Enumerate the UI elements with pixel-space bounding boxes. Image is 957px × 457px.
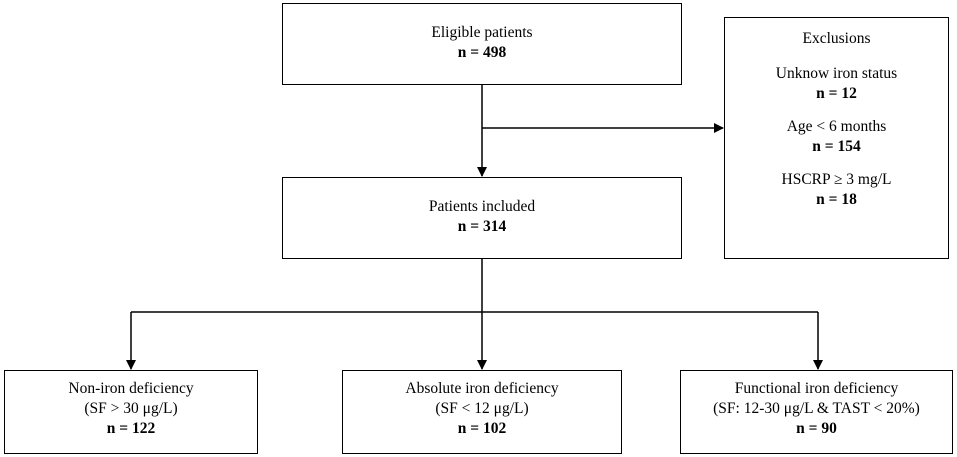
group-criteria-absolute: (SF < 12 μg/L) (435, 400, 529, 417)
group-count-absolute: n = 102 (457, 420, 507, 437)
exclusions-title: Exclusions (802, 30, 871, 47)
group-criteria-non-iron: (SF > 30 μg/L) (84, 400, 178, 417)
absolute-iron-deficiency-box: Absolute iron deficiency (SF < 12 μg/L) … (342, 370, 622, 454)
group-label-non-iron: Non-iron deficiency (68, 380, 194, 397)
functional-iron-deficiency-box: Functional iron deficiency (SF: 12-30 μg… (680, 370, 953, 454)
non-iron-deficiency-box: Non-iron deficiency (SF > 30 μg/L) n = 1… (4, 370, 258, 454)
exclusion-label-age: Age < 6 months (786, 118, 887, 135)
group-count-functional: n = 90 (796, 420, 837, 437)
group-criteria-functional: (SF: 12-30 μg/L & TAST < 20%) (713, 400, 920, 417)
included-label: Patients included (428, 198, 536, 215)
exclusion-label-unknown-iron: Unknow iron status (775, 65, 898, 82)
exclusion-count-age: n = 154 (812, 138, 861, 155)
group-count-non-iron: n = 122 (106, 420, 156, 437)
eligible-count: n = 498 (457, 44, 507, 61)
patients-included-box: Patients included n = 314 (282, 177, 682, 259)
exclusion-count-unknown-iron: n = 12 (816, 85, 857, 102)
exclusions-box: Exclusions Unknow iron status n = 12 Age… (724, 17, 949, 259)
eligible-label: Eligible patients (431, 24, 533, 41)
included-count: n = 314 (457, 218, 507, 235)
eligible-patients-box: Eligible patients n = 498 (282, 3, 682, 85)
exclusion-label-hscrp: HSCRP ≥ 3 mg/L (781, 171, 892, 188)
group-label-functional: Functional iron deficiency (734, 380, 899, 397)
group-label-absolute: Absolute iron deficiency (405, 380, 559, 397)
exclusion-count-hscrp: n = 18 (816, 191, 857, 208)
